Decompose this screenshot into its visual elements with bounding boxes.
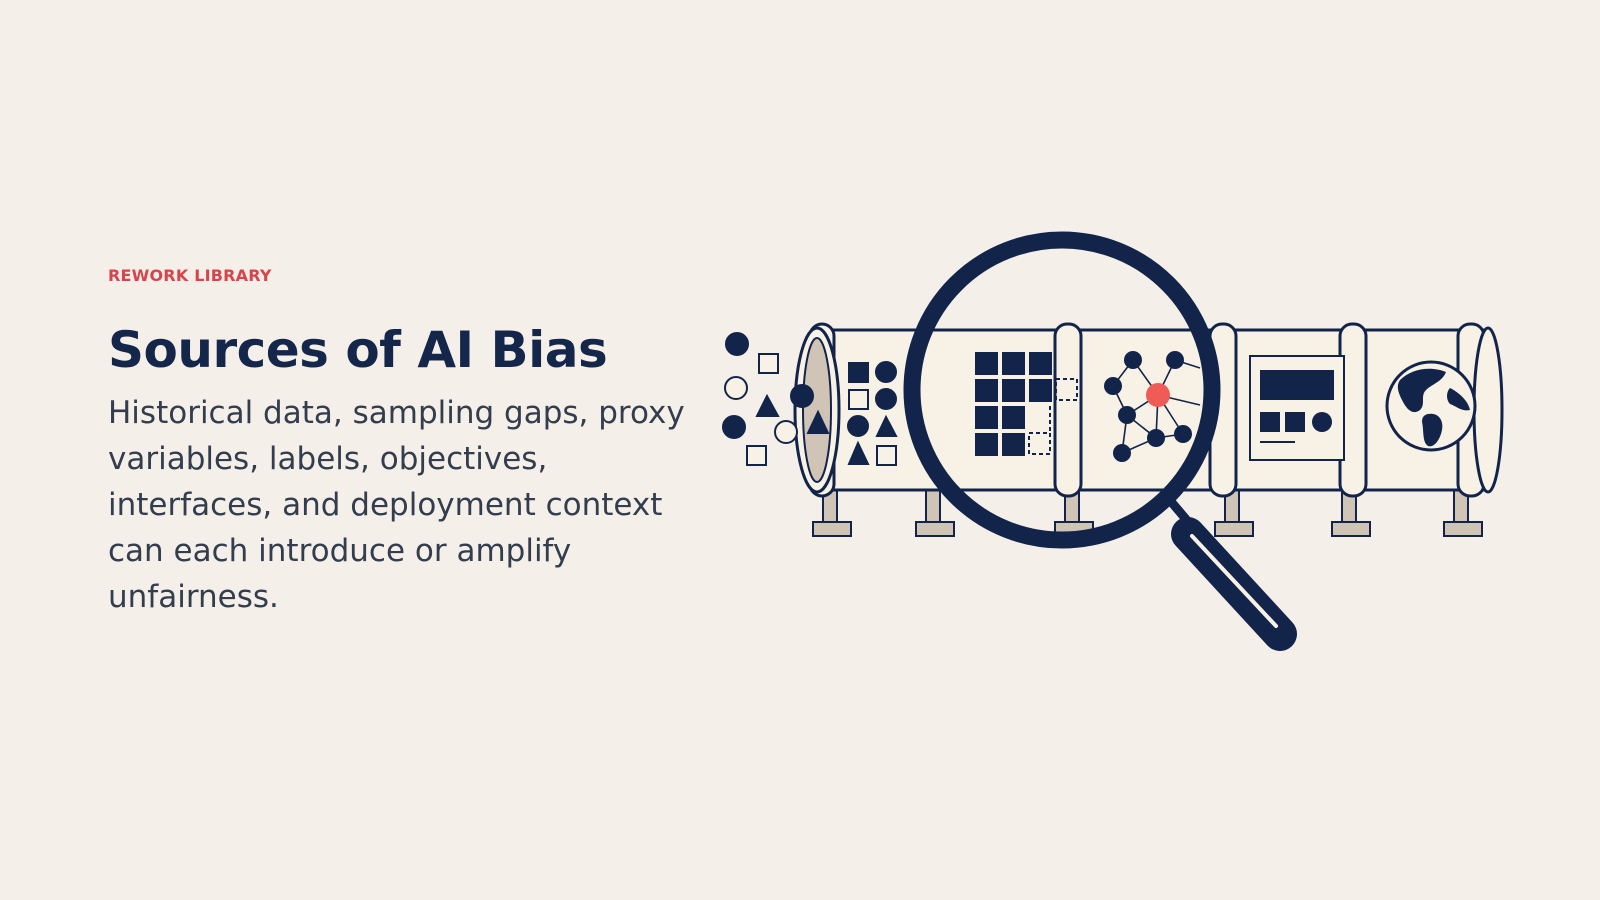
dashboard-panel-icon [1249, 355, 1345, 461]
grid-blocks-icon [975, 352, 1078, 456]
eyebrow-label: REWORK LIBRARY [108, 266, 272, 285]
bias-pipeline-illustration [722, 231, 1504, 651]
input-shapes [722, 332, 830, 466]
network-graph-icon [1104, 351, 1201, 462]
magnifying-glass-icon [903, 231, 1297, 651]
intro-text: REWORK LIBRARY Sources of AI Bias Histor… [108, 266, 708, 620]
page-description: Historical data, sampling gaps, proxy va… [108, 395, 685, 615]
page-title: Sources of AI Bias [108, 321, 608, 379]
globe-icon [1385, 360, 1477, 452]
sorted-shapes [847, 361, 898, 466]
